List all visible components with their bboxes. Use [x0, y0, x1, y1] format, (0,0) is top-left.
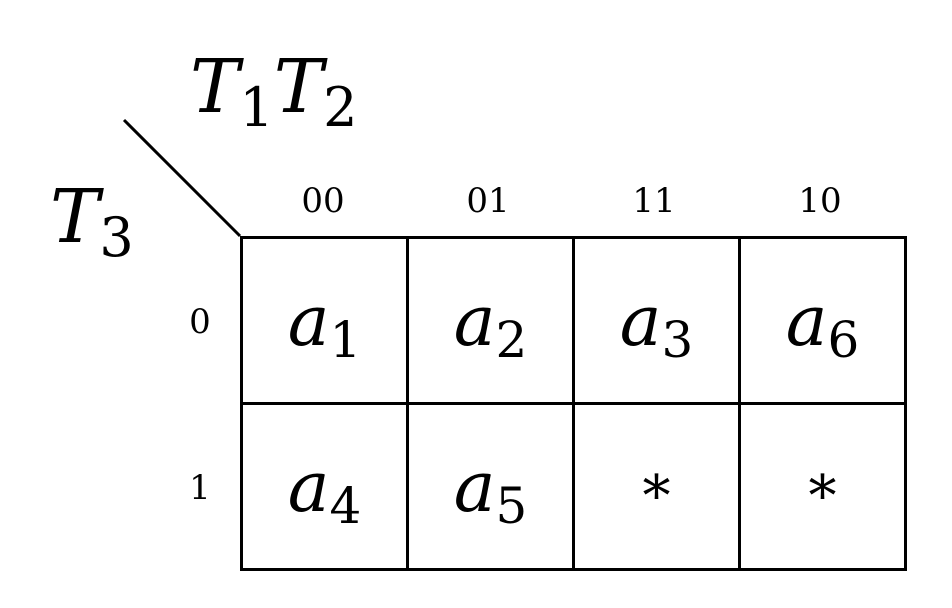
- column-header: 00: [301, 181, 345, 221]
- map-cell: a4: [240, 402, 409, 571]
- row-header: 1: [189, 468, 211, 508]
- map-cell-dont-care: *: [738, 402, 907, 571]
- map-cell: a6: [738, 236, 907, 405]
- map-cell-dont-care: *: [572, 402, 741, 571]
- column-header: 11: [632, 181, 676, 221]
- column-variable-label: T1T2: [190, 44, 358, 139]
- row-header: 0: [189, 302, 211, 342]
- column-header: 01: [466, 181, 510, 221]
- karnaugh-map-grid: a1 a2 a3 a6 a4 a5 * *: [240, 236, 907, 571]
- row-variable-label: T3: [50, 174, 134, 269]
- map-cell: a5: [406, 402, 575, 571]
- grid-row: a1 a2 a3 a6: [240, 236, 907, 405]
- grid-row: a4 a5 * *: [240, 402, 907, 571]
- column-header: 10: [798, 181, 842, 221]
- map-cell: a2: [406, 236, 575, 405]
- map-cell: a1: [240, 236, 409, 405]
- map-cell: a3: [572, 236, 741, 405]
